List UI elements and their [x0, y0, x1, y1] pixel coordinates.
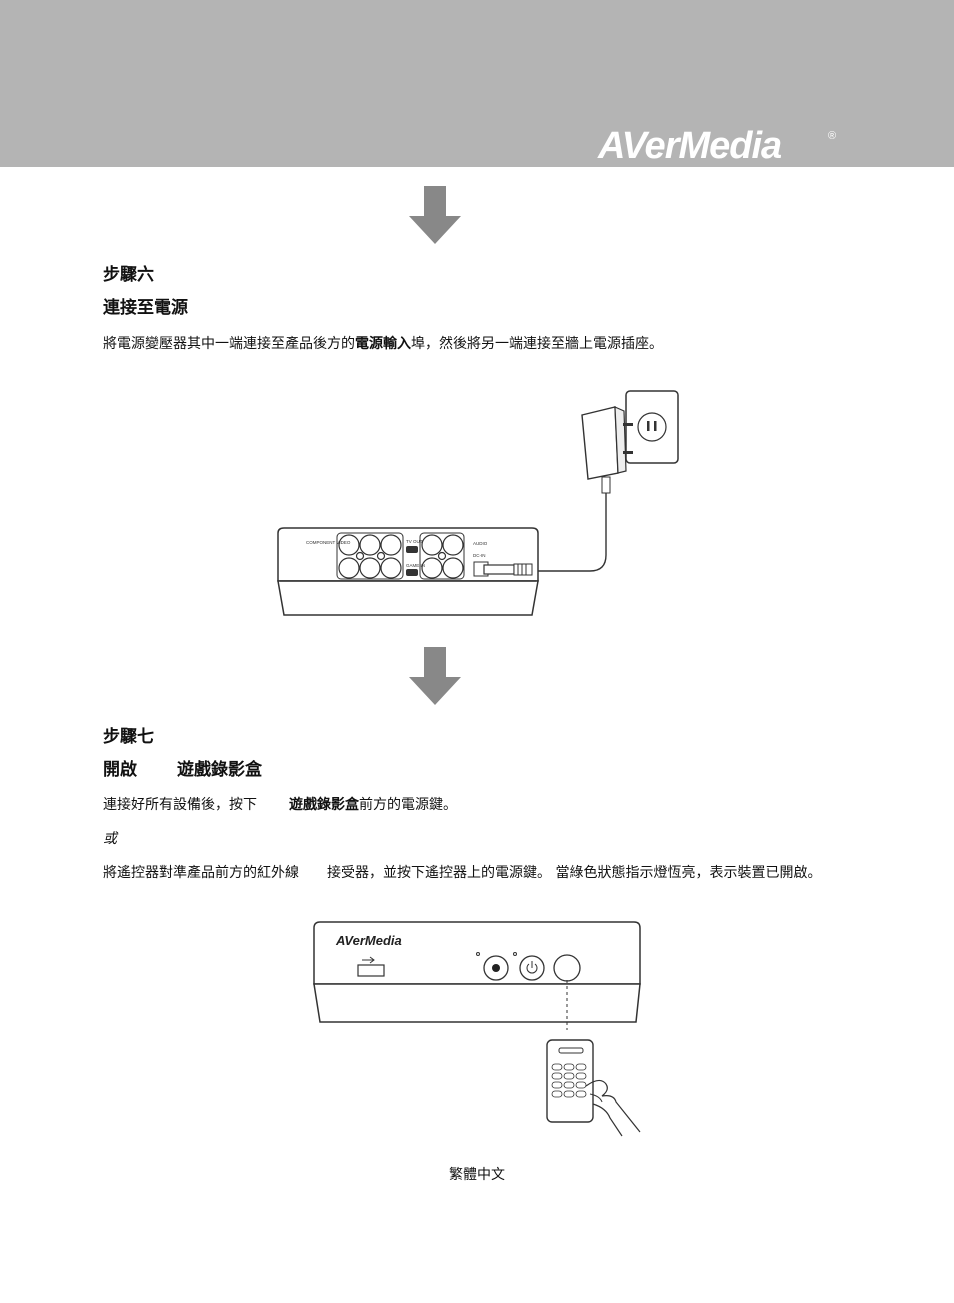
- brand-logo: AVerMedia: [598, 125, 782, 167]
- remote-control-icon: [546, 1039, 641, 1137]
- wall-outlet-icon: [625, 390, 679, 464]
- down-arrow-icon: [409, 186, 461, 244]
- label-audio: AUDIO: [473, 541, 488, 546]
- footer-language: 繁體中文: [449, 1167, 505, 1183]
- label-game-in: GAME IN: [406, 563, 425, 568]
- registered-mark: ®: [828, 130, 837, 142]
- figure-power-on: AVerMedia: [313, 921, 641, 1137]
- down-arrow-icon: [409, 647, 461, 705]
- or-text: 或: [103, 831, 117, 847]
- power-adapter-icon: [532, 406, 633, 572]
- figure-power-connection: COMPONENT VIDEO TV OUT GAME IN AUDIO DC-…: [277, 390, 679, 616]
- step-seven-line2: 將遙控器對準產品前方的紅外線接受器，並按下遙控器上的電源鍵。 當綠色狀態指示燈恆…: [103, 865, 822, 881]
- step-six-description: 將電源變壓器其中一端連接至產品後方的電源輸入埠，然後將另一端連接至牆上電源插座。: [103, 336, 663, 352]
- label-component-video: COMPONENT VIDEO: [306, 540, 351, 545]
- step-seven-label: 步驟七: [103, 727, 154, 747]
- device-brand-label: AVerMedia: [335, 933, 402, 948]
- step-six-label: 步驟六: [103, 265, 154, 285]
- header-band: [0, 0, 954, 167]
- step-seven-title: 開啟遊戲錄影盒: [103, 760, 262, 780]
- device-front-icon: AVerMedia: [313, 921, 641, 1030]
- label-dc-in: DC-IN: [473, 553, 486, 558]
- step-six-title: 連接至電源: [103, 298, 188, 318]
- label-tv-out: TV OUT: [406, 539, 423, 544]
- step-seven-line1: 連接好所有設備後，按下遊戲錄影盒前方的電源鍵。: [103, 797, 457, 813]
- device-back-icon: COMPONENT VIDEO TV OUT GAME IN AUDIO DC-…: [277, 527, 539, 616]
